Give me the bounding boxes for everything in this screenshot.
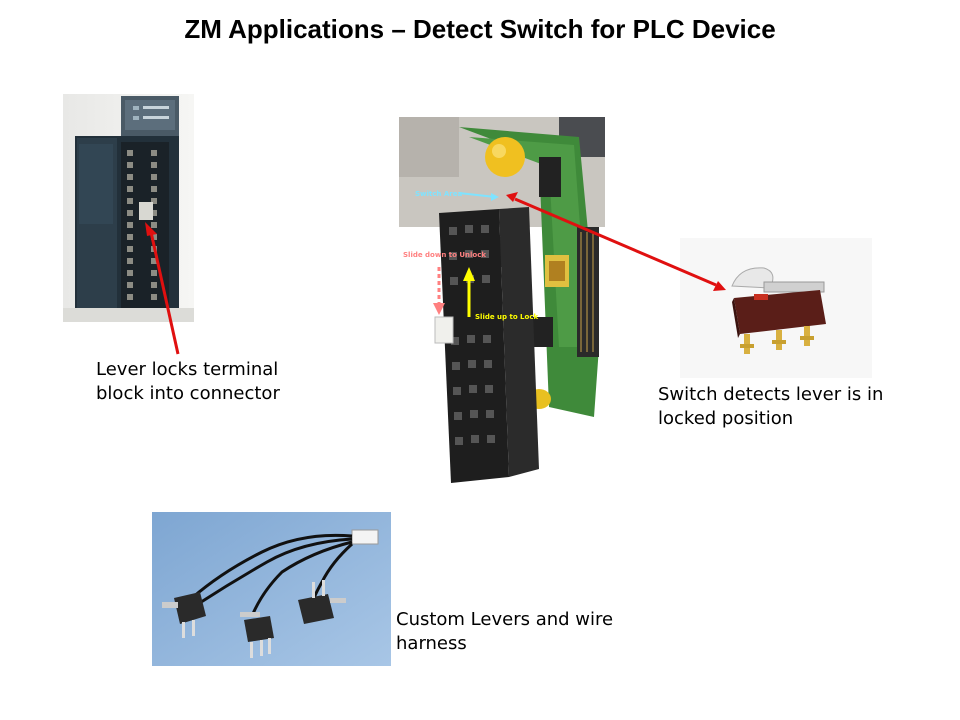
wire-harness-photo — [152, 512, 391, 666]
plc-module-photo — [63, 94, 194, 322]
switch-caption: Switch detects lever is in locked positi… — [658, 383, 883, 431]
slide-up-label: Slide up to Lock — [475, 313, 538, 321]
switch-caption-line-2: locked position — [658, 408, 794, 429]
slide-title: ZM Applications – Detect Switch for PLC … — [184, 14, 776, 44]
slide-down-label: Slide down to Unlock — [403, 251, 486, 259]
lever-caption-line-2: block into connector — [96, 383, 280, 404]
lever-caption-line-1: Lever locks terminal — [96, 359, 279, 380]
lever-caption: Lever locks terminal block into connecto… — [96, 358, 280, 406]
circuit-board-photo: Switch Area Slide down to Unlock Slide u… — [399, 117, 605, 505]
harness-caption: Custom Levers and wire harness — [396, 608, 613, 656]
harness-caption-line-1: Custom Levers and wire — [396, 609, 614, 630]
switch-caption-line-1: Switch detects lever is in — [658, 384, 884, 405]
switch-area-label: Switch Area — [415, 190, 462, 198]
harness-caption-line-2: harness — [396, 633, 467, 654]
micro-switch-photo — [680, 238, 872, 378]
